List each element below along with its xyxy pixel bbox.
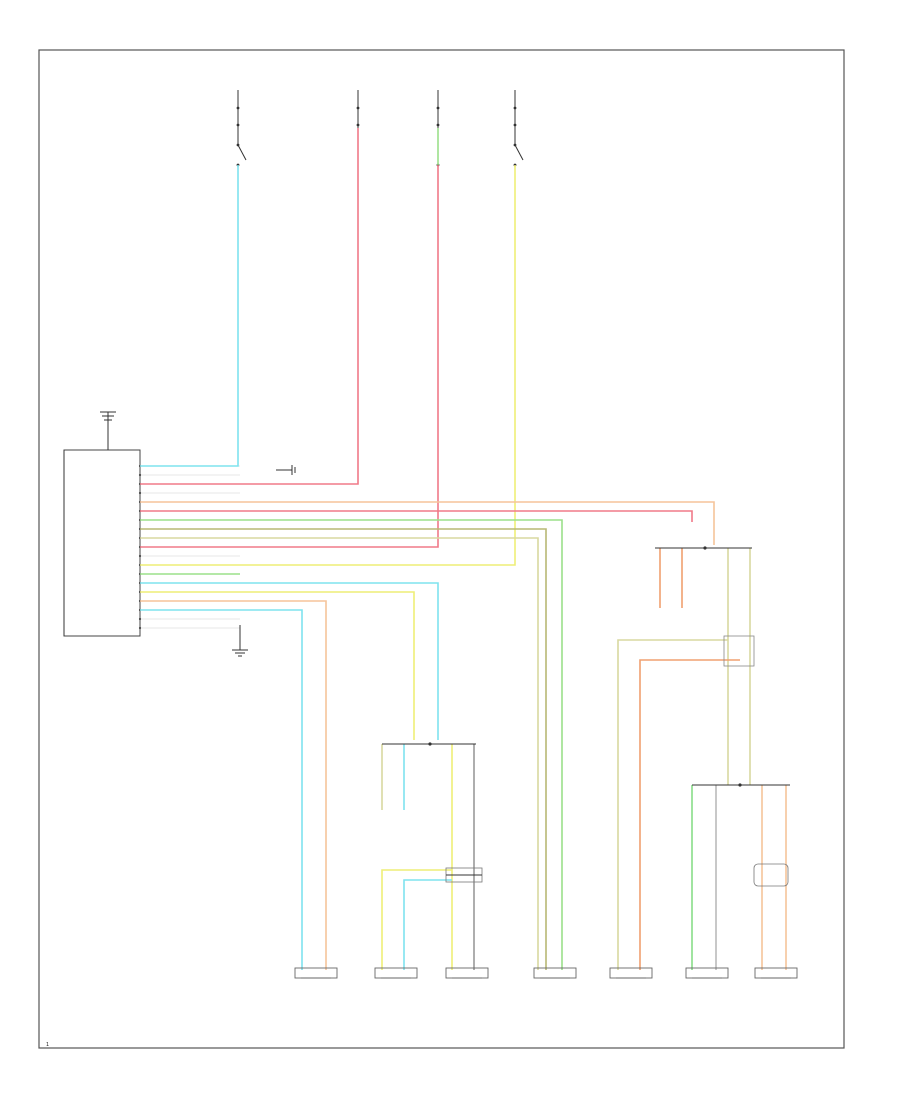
wire-orn-low (140, 600, 327, 970)
wire-lt-blu-low-2 (140, 609, 303, 970)
junction-connector-right-top (723, 635, 755, 667)
radio-pin-11 (138, 554, 142, 558)
wire-harness (140, 128, 787, 970)
diagram-frame (38, 49, 845, 1049)
source-fuse-2 (356, 90, 360, 128)
wire-red-2-top (140, 165, 439, 548)
radio-ground (232, 625, 248, 657)
radio-pin-4 (138, 491, 142, 495)
speaker-5-box (609, 967, 653, 979)
wire-dk-grn-right (140, 528, 547, 970)
speaker-4-box (533, 967, 577, 979)
wire-junction-l-yel (381, 869, 452, 970)
wire-tan-right (140, 537, 539, 970)
splice-block-right-bottom (692, 783, 790, 787)
radio-pin-2 (138, 473, 142, 477)
wire-junction-l-blu (403, 879, 452, 970)
splice-block-right-top (655, 546, 752, 550)
wire-lt-blu-top (140, 165, 239, 467)
wire-lt-blu-low (140, 582, 439, 740)
wire-yel-low (140, 591, 415, 740)
diagram-code: 1 (46, 1042, 49, 1048)
radio-head-unit (63, 411, 141, 637)
wire-lt-grn-right (140, 519, 563, 970)
wire-r-junction-tan (617, 639, 728, 970)
radio-ground-2 (276, 465, 296, 475)
radio-pin-18 (138, 617, 142, 621)
splice-block-left (382, 742, 476, 746)
wire-r-junction-org (639, 659, 740, 970)
radio-pin-19 (138, 626, 142, 630)
source-fuse-4 (513, 90, 524, 167)
wire-yel-top (140, 165, 516, 566)
junction-connector-left (445, 867, 483, 883)
wire-orn-right (140, 501, 715, 545)
junction-connector-right-bottom (753, 863, 789, 887)
wire-red-top (140, 128, 359, 485)
speaker-row (294, 967, 798, 979)
wire-red-right (140, 510, 693, 522)
source-fuse-1 (236, 90, 247, 167)
